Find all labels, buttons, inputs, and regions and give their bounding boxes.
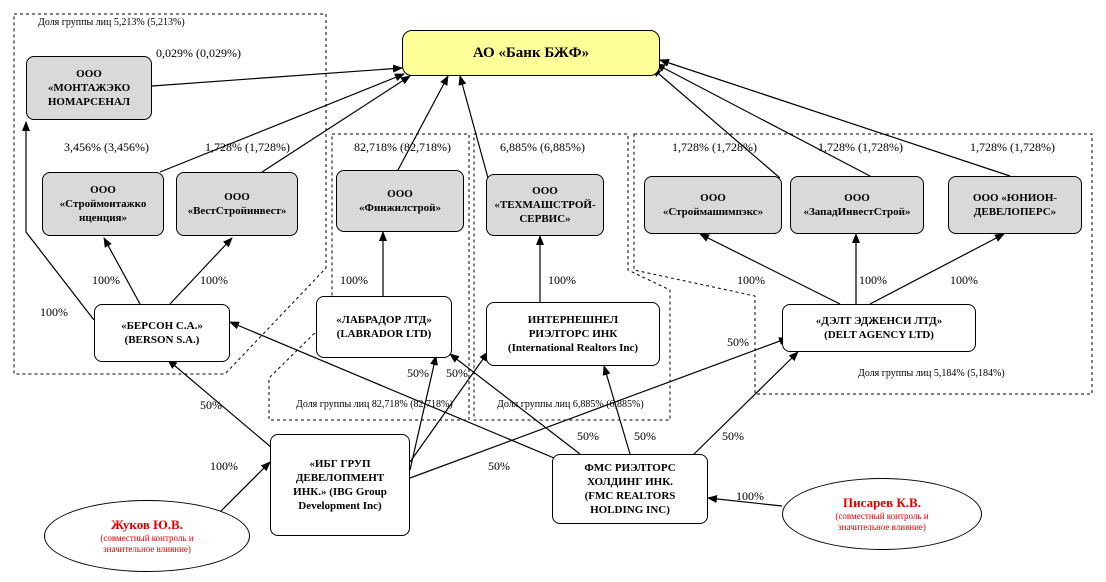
person-pisarev: Писарев К.В. (совместный контроль и знач… xyxy=(782,478,982,550)
node-fmc-realtors: ФМС РИЭЛТОРС ХОЛДИНГ ИНК. (FMC REALTORS … xyxy=(552,454,708,524)
arrow-berson-veststroy xyxy=(169,237,233,305)
node-union: ООО «ЮНИОН- ДЕВЕЛОПЕРС» xyxy=(948,176,1082,234)
arrow-delt-union xyxy=(869,233,1005,305)
label-zhukov-ibg: 100% xyxy=(210,459,238,473)
label-labrador-finzhil: 100% xyxy=(340,273,368,287)
node-labrador: «ЛАБРАДОР ЛТД» (LABRADOR LTD) xyxy=(316,296,452,358)
group-label-6885: Доля группы лиц 6,885% (6,885%) xyxy=(497,399,644,410)
arrow-stroymash-bank xyxy=(651,67,781,179)
label-berson-stroymontazh: 100% xyxy=(92,273,120,287)
node-tehmash: ООО «ТЕХМАШСТРОЙ- СЕРВИС» xyxy=(486,174,604,236)
person-zhukov: Жуков Ю.В. (совместный контроль и значит… xyxy=(44,500,250,572)
label-finzhil-bank: 82,718% (82,718%) xyxy=(354,140,451,154)
label-ibg-labrador: 50% xyxy=(407,366,429,380)
node-finzhil: ООО «Финжилстрой» xyxy=(336,170,464,232)
node-berson: «БЕРСОН С.А.» (BERSON S.A.) xyxy=(94,304,230,362)
arrow-berson-stroymontazh xyxy=(103,237,141,305)
arrow-zhukov-ibg xyxy=(217,461,271,515)
arrow-veststroy-bank xyxy=(261,75,411,173)
node-ibg-group: «ИБГ ГРУП ДЕВЕЛОПМЕНТ ИНК.» (IBG Group D… xyxy=(270,434,410,536)
label-delt-union: 100% xyxy=(950,273,978,287)
node-stroymash: ООО «Строймашимпэкс» xyxy=(644,176,782,234)
group-label-5184: Доля группы лиц 5,184% (5,184%) xyxy=(858,368,1005,379)
label-fmc-international: 50% xyxy=(634,429,656,443)
arrow-fmc-berson xyxy=(229,321,555,459)
label-fmc-labrador: 50% xyxy=(446,366,468,380)
arrow-berson-montazh xyxy=(22,121,95,321)
label-berson-montazh: 100% xyxy=(40,305,68,319)
label-berson-veststroy: 100% xyxy=(200,273,228,287)
node-veststroy: ООО «ВестСтройинвест» xyxy=(176,172,298,236)
arrow-ibg-international xyxy=(409,351,489,463)
label-veststroy-bank: 1,728% (1,728%) xyxy=(205,140,290,154)
arrow-fmc-labrador xyxy=(449,353,581,455)
arrow-tehmash-bank xyxy=(458,75,489,179)
label-delt-stroymash: 100% xyxy=(737,273,765,287)
group-outline-5184 xyxy=(633,133,1093,395)
arrow-fmc-international xyxy=(602,365,631,455)
person-zhukov-desc: (совместный контроль и значительное влия… xyxy=(100,533,194,554)
group-outline-5213 xyxy=(13,13,327,375)
label-union-bank: 1,728% (1,728%) xyxy=(970,140,1055,154)
label-ibg-international: 50% xyxy=(488,459,510,473)
group-label-82718: Доля группы лиц 82,718% (82,718%) xyxy=(296,399,453,410)
node-montazh: ООО «МОНТАЖЭКО НОМАРСЕНАЛ xyxy=(26,56,152,120)
label-tehmash-bank: 6,885% (6,885%) xyxy=(500,140,585,154)
label-international-tehmash: 100% xyxy=(548,273,576,287)
group-label-5213: Доля группы лиц 5,213% (5,213%) xyxy=(38,17,185,28)
arrow-fmc-delt xyxy=(689,351,799,459)
arrow-ibg-berson xyxy=(167,359,273,449)
person-zhukov-name: Жуков Ю.В. xyxy=(111,517,183,532)
label-ibg-delt: 50% xyxy=(727,335,749,349)
node-delt-agency: «ДЭЛТ ЭДЖЕНСИ ЛТД» (DELT AGENCY LTD) xyxy=(782,304,976,352)
label-pisarev-fmc: 100% xyxy=(736,489,764,503)
label-delt-zapad: 100% xyxy=(859,273,887,287)
label-montazh-bank: 0,029% (0,029%) xyxy=(156,46,241,60)
label-fmc-berson: 50% xyxy=(577,429,599,443)
group-outline-6885 xyxy=(473,133,671,421)
label-stroymontazh-bank: 3,456% (3,456%) xyxy=(64,140,149,154)
arrow-montazh-bank xyxy=(151,64,403,87)
arrow-pisarev-fmc xyxy=(707,494,783,507)
arrow-union-bank xyxy=(659,59,1011,177)
arrow-delt-stroymash xyxy=(699,233,841,305)
node-bank-bzhf: АО «Банк БЖФ» xyxy=(402,30,660,76)
arrow-ibg-labrador xyxy=(409,355,438,471)
label-zapad-bank: 1,728% (1,728%) xyxy=(818,140,903,154)
label-fmc-delt: 50% xyxy=(722,429,744,443)
node-zapad: ООО «ЗападИнвестСтрой» xyxy=(790,176,924,234)
label-stroymash-bank: 1,728% (1,728%) xyxy=(672,140,757,154)
arrow-stroymontazh-bank xyxy=(159,73,405,173)
person-pisarev-desc: (совместный контроль и значительное влия… xyxy=(835,511,929,532)
node-international-realtors: ИНТЕРНЕШНЕЛ РИЭЛТОРС ИНК (International … xyxy=(486,302,660,366)
arrow-zapad-bank xyxy=(655,63,871,177)
node-stroymontazh: ООО «Строймонтажко нценция» xyxy=(42,172,164,236)
arrow-finzhil-bank xyxy=(397,75,449,171)
arrow-ibg-delt xyxy=(409,337,789,479)
person-pisarev-name: Писарев К.В. xyxy=(843,495,921,510)
label-ibg-berson: 50% xyxy=(200,398,222,412)
